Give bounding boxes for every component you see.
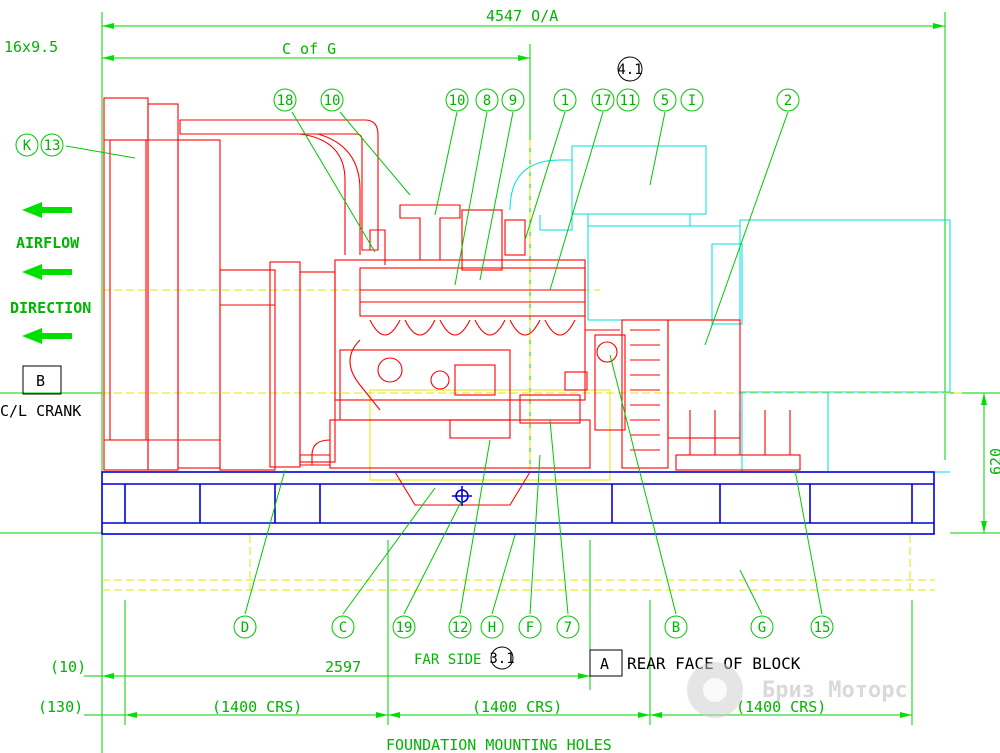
svg-text:9: 9: [509, 93, 517, 109]
callout-13: 13: [40, 133, 64, 157]
callout-h: H: [480, 615, 504, 639]
airflow-arrow-3: [22, 328, 72, 344]
airflow-arrow-2: [22, 264, 72, 280]
svg-text:F: F: [526, 620, 534, 636]
far-side-label: FAR SIDE: [414, 652, 481, 668]
svg-text:10: 10: [449, 93, 466, 109]
airflow-arrows: [22, 202, 72, 344]
svg-text:K: K: [23, 138, 32, 154]
crank-centerline-label: C/L CRANK: [0, 402, 81, 420]
svg-text:15: 15: [814, 620, 831, 636]
length-2597-label: 2597: [325, 658, 361, 676]
crs-label-1: (1400 CRS): [212, 698, 302, 716]
crs-label-2: (1400 CRS): [472, 698, 562, 716]
callout-15: 15: [810, 615, 834, 639]
callout-4-1: 4.1: [617, 56, 643, 82]
watermark: Бриз Моторс: [762, 678, 908, 703]
callout-i: I: [680, 88, 704, 112]
watermark-logo: [687, 662, 743, 718]
svg-text:12: 12: [452, 620, 469, 636]
callout-b: B: [664, 615, 688, 639]
svg-text:8: 8: [483, 93, 491, 109]
callout-c: C: [331, 615, 355, 639]
svg-text:B: B: [672, 620, 680, 636]
callout-3-1: 3.1: [489, 646, 515, 670]
svg-text:10: 10: [324, 93, 341, 109]
cog-label: C of G: [282, 40, 336, 58]
callout-1: 1: [553, 88, 577, 112]
svg-text:H: H: [488, 620, 496, 636]
callout-8: 8: [475, 88, 499, 112]
crs-label-3: (1400 CRS): [736, 698, 826, 716]
datum-b-letter: B: [36, 372, 45, 390]
svg-text:13: 13: [44, 138, 61, 154]
callout-10a: 10: [320, 88, 344, 112]
svg-text:G: G: [758, 620, 766, 636]
datum-boxes: [22, 365, 623, 677]
dimension-lines: [0, 12, 1000, 753]
callout-k: K: [15, 133, 39, 157]
callout-12: 12: [448, 615, 472, 639]
svg-text:2: 2: [784, 93, 792, 109]
coupling: [621, 319, 801, 471]
callout-17: 17: [591, 88, 615, 112]
svg-text:4.1: 4.1: [617, 62, 642, 78]
callout-5: 5: [653, 88, 677, 112]
svg-text:19: 19: [396, 620, 413, 636]
airflow-arrow-1: [22, 202, 72, 218]
offset-130-label: (130): [38, 698, 83, 716]
svg-text:1: 1: [561, 93, 569, 109]
svg-text:3.1: 3.1: [489, 651, 514, 667]
callout-19: 19: [392, 615, 416, 639]
svg-text:C: C: [339, 620, 347, 636]
height-620-label: 620: [987, 448, 1000, 475]
baseframe: [101, 471, 935, 535]
callout-d: D: [233, 615, 257, 639]
callout-10b: 10: [445, 88, 469, 112]
labels: 16x9.5 4547 O/A C of G 620 AIRFLOW DIREC…: [0, 7, 1000, 753]
svg-text:11: 11: [620, 93, 637, 109]
scale-label: 16x9.5: [4, 38, 58, 56]
callout-g: G: [750, 615, 774, 639]
offset-10-label: (10): [50, 658, 86, 676]
airflow-label: AIRFLOW: [16, 234, 80, 252]
callout-9: 9: [501, 88, 525, 112]
callout-f: F: [518, 615, 542, 639]
svg-text:17: 17: [595, 93, 612, 109]
overall-length-label: 4547 O/A: [486, 7, 558, 25]
callout-18: 18: [273, 88, 297, 112]
svg-text:18: 18: [277, 93, 294, 109]
datum-a-letter: A: [600, 655, 609, 673]
callout-11: 11: [616, 88, 640, 112]
callout-7: 7: [556, 615, 580, 639]
leader-lines: [65, 111, 823, 615]
direction-label: DIRECTION: [10, 299, 91, 317]
foundation-label: FOUNDATION MOUNTING HOLES: [386, 736, 612, 753]
radiator: [103, 97, 379, 471]
svg-text:D: D: [241, 620, 249, 636]
svg-text:7: 7: [564, 620, 572, 636]
svg-text:5: 5: [661, 93, 669, 109]
svg-text:I: I: [688, 93, 696, 109]
callout-2: 2: [776, 88, 800, 112]
